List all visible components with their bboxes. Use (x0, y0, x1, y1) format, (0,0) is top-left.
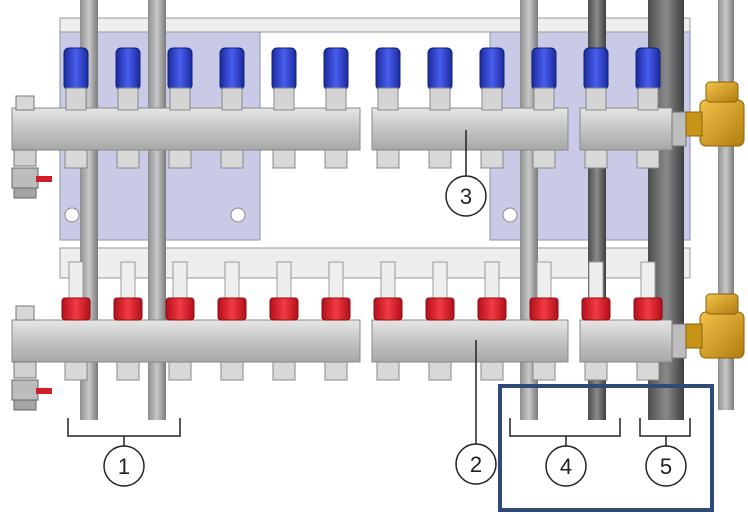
pipe (148, 0, 166, 420)
blue-valve-12 (635, 47, 661, 169)
brass-fitting-top (685, 81, 745, 147)
callout-5: 5 (645, 445, 687, 487)
manifold-bar-section (11, 107, 361, 151)
callout-3: 3 (445, 175, 487, 217)
manifold-bar-section (579, 319, 673, 363)
blue-valve-2 (115, 47, 141, 169)
red-valve-6 (321, 261, 351, 381)
mounting-hole-left (64, 207, 80, 223)
blue-valve-1 (63, 47, 89, 169)
red-valve-9 (477, 261, 507, 381)
blue-valve-9 (479, 47, 505, 169)
top-manifold (11, 107, 687, 151)
blue-valve-7 (375, 47, 401, 169)
highlight-box (498, 384, 714, 512)
brass-fitting-bottom (685, 293, 745, 359)
callout-5-label: 5 (660, 454, 672, 479)
red-valve-11 (581, 261, 611, 381)
blue-valve-6 (323, 47, 349, 169)
callout-1-label: 1 (118, 454, 130, 479)
manifold-bar-section (11, 319, 361, 363)
top-valve-row (63, 47, 661, 169)
mounting-hole-left-2 (230, 207, 246, 223)
blue-valve-11 (583, 47, 609, 169)
blue-valve-4 (219, 47, 245, 169)
red-lever-icon (36, 388, 52, 394)
callout-4: 4 (545, 445, 587, 487)
red-valve-2 (113, 261, 143, 381)
blue-valve-5 (271, 47, 297, 169)
manifold-bar-section (371, 319, 569, 363)
red-valve-10 (529, 261, 559, 381)
mounting-hole-right (502, 207, 518, 223)
manifold-end-cap (671, 111, 687, 147)
red-lever-icon (36, 176, 52, 182)
red-valve-7 (373, 261, 403, 381)
callout-2: 2 (455, 443, 497, 485)
fill-drain-valve-top (11, 95, 52, 199)
red-valve-8 (425, 261, 455, 381)
callout-3-label: 3 (460, 184, 472, 209)
manifold-bar-section (579, 107, 673, 151)
callout-4-label: 4 (560, 454, 572, 479)
callout-1: 1 (103, 445, 145, 487)
bottom-manifold (11, 319, 687, 363)
red-valve-3 (165, 261, 195, 381)
manifold-bar-section (371, 107, 569, 151)
red-valve-12 (633, 261, 663, 381)
blue-valve-3 (167, 47, 193, 169)
red-valve-5 (269, 261, 299, 381)
blue-valve-10 (531, 47, 557, 169)
bottom-valve-row (61, 261, 663, 381)
red-valve-4 (217, 261, 247, 381)
manifold-end-cap (671, 323, 687, 359)
red-valve-1 (61, 261, 91, 381)
callout-leaders (67, 130, 691, 452)
callout-2-label: 2 (470, 452, 482, 477)
blue-valve-8 (427, 47, 453, 169)
fill-drain-valve-bottom (11, 305, 52, 411)
